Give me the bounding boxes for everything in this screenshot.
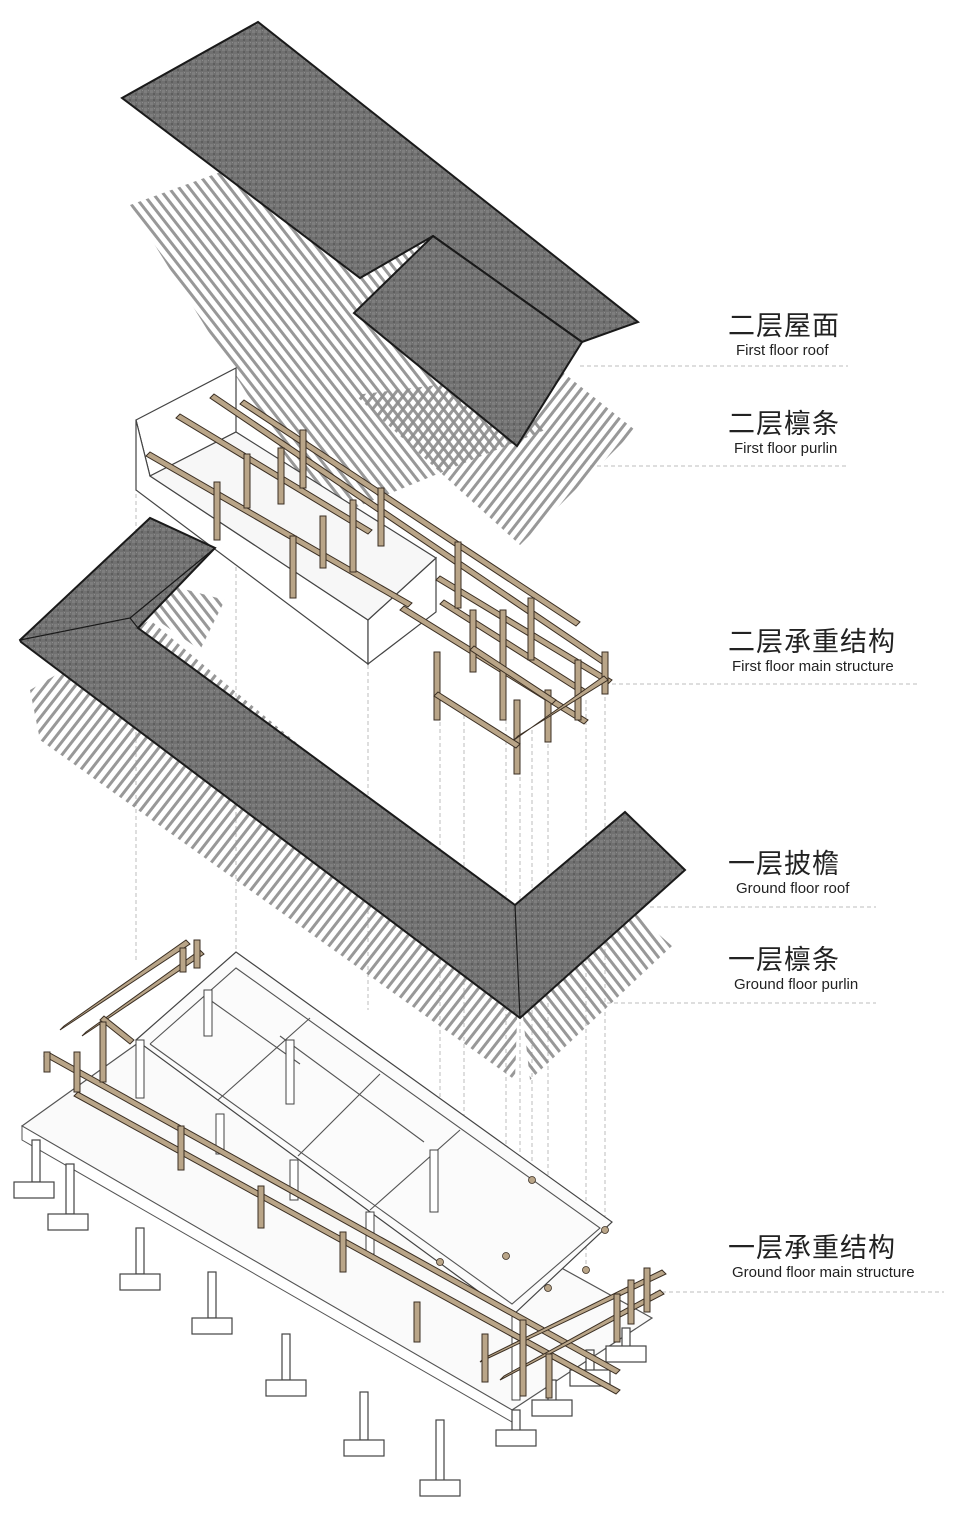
label-zh: 二层承重结构 [728, 627, 896, 658]
label-en: First floor roof [736, 342, 829, 359]
label-en: Ground floor purlin [734, 976, 859, 993]
label-en: Ground floor main structure [732, 1264, 915, 1281]
first-floor-purlin [130, 125, 635, 545]
first-floor-main-structure [135, 367, 613, 775]
ground-floor-roof [18, 516, 687, 1020]
label-en: Ground floor roof [736, 880, 850, 897]
label-en: First floor purlin [734, 440, 838, 457]
label-zh: 二层屋面 [728, 311, 840, 342]
label-ground-floor-main-structure: 一层承重结构 Ground floor main structure [728, 1234, 915, 1282]
label-zh: 一层承重结构 [728, 1233, 896, 1264]
label-first-floor-roof: 二层屋面 First floor roof [728, 312, 840, 360]
label-zh: 一层披檐 [728, 849, 840, 880]
label-en: First floor main structure [732, 658, 894, 675]
label-first-floor-purlin: 二层檩条 First floor purlin [728, 410, 840, 458]
label-ground-floor-roof: 一层披檐 Ground floor roof [728, 850, 849, 898]
label-ground-floor-purlin: 一层檩条 Ground floor purlin [728, 946, 858, 994]
ground-floor-main-structure [13, 939, 667, 1497]
label-zh: 一层檩条 [728, 945, 840, 976]
first-floor-roof [120, 20, 641, 448]
label-first-floor-main-structure: 二层承重结构 First floor main structure [728, 628, 896, 676]
label-zh: 二层檩条 [728, 409, 840, 440]
